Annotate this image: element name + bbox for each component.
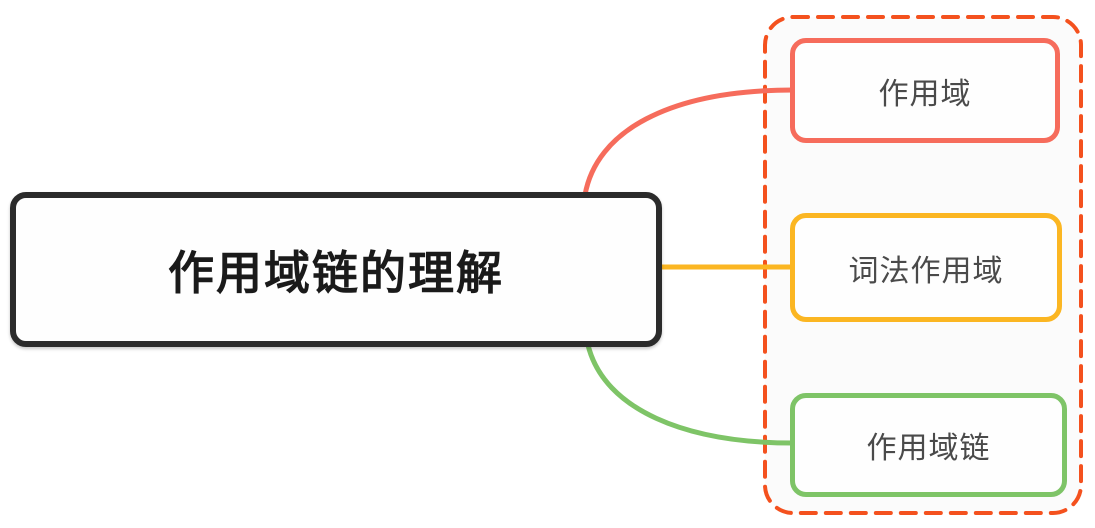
connector-scope-chain — [585, 342, 796, 446]
root-node-label: 作用域链的理解 — [168, 246, 504, 299]
child-node-lexical-scope[interactable]: 词法作用域 — [790, 213, 1062, 322]
connector-scope — [582, 87, 796, 198]
root-node-scope-chain-understanding[interactable]: 作用域链的理解 — [10, 192, 662, 347]
child-node-lexical-scope-label: 词法作用域 — [848, 254, 1004, 288]
child-node-scope-chain-label: 作用域链 — [866, 432, 991, 465]
child-node-scope-chain[interactable]: 作用域链 — [790, 393, 1067, 497]
child-node-scope-label: 作用域 — [878, 77, 972, 111]
child-node-scope[interactable]: 作用域 — [790, 38, 1060, 143]
